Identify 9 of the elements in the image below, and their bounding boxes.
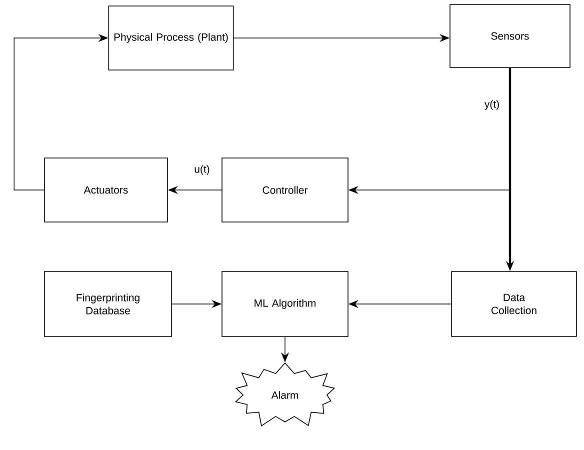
edge-label: u(t) (193, 164, 211, 176)
process-box: Physical Process (Plant) (108, 6, 234, 70)
process-box: Controller (222, 158, 348, 222)
process-box: Fingerprinting Database (44, 271, 172, 337)
process-box: ML Algorithm (222, 271, 348, 337)
process-box: Data Collection (451, 271, 577, 337)
process-box: Sensors (450, 4, 570, 68)
edge-label: y(t) (483, 99, 501, 111)
process-box: Actuators (44, 158, 168, 222)
